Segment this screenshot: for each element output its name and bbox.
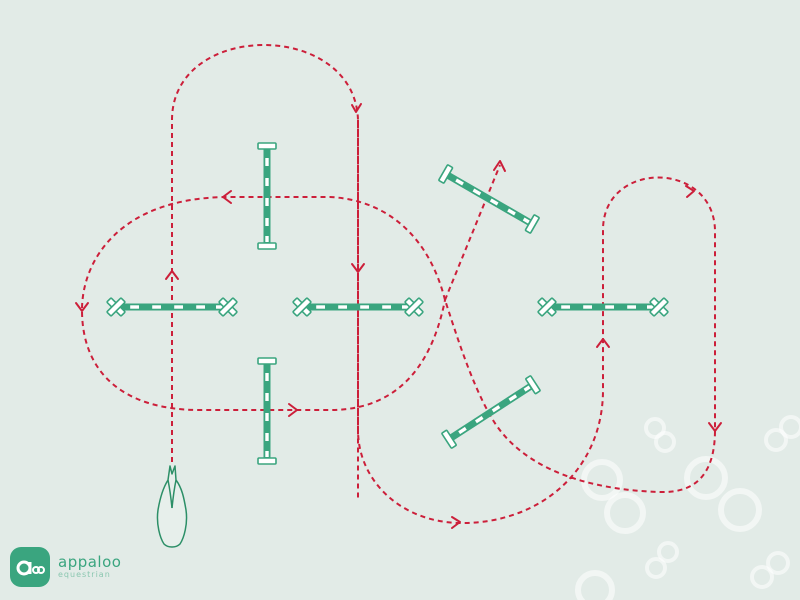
route-path [80,44,716,525]
route-arrows [75,103,722,529]
horse-top-view-icon [156,465,188,548]
decorative-rings [575,415,800,600]
brand-logo: appaloo equestrian [10,547,121,587]
brand-name: appaloo [58,553,122,571]
arrow-down-icon [351,263,365,273]
arrow-down-icon [708,422,722,432]
brand-subtitle: equestrian [58,570,111,579]
ground-pole-diagonal-bottom [440,374,542,450]
arrow-down-icon [351,103,362,113]
ground-pole-diagonal-top [437,163,541,235]
arrow-right-icon [451,516,461,529]
arrow-right-icon [685,185,695,198]
arrow-left-icon [222,190,232,204]
arrow-up-icon [493,160,506,172]
arrow-down-icon [75,302,89,312]
arrow-up-icon [596,338,610,348]
arrow-up-icon [165,270,179,280]
appaloo-logo-icon [10,547,50,587]
arrow-right-icon [288,403,298,417]
